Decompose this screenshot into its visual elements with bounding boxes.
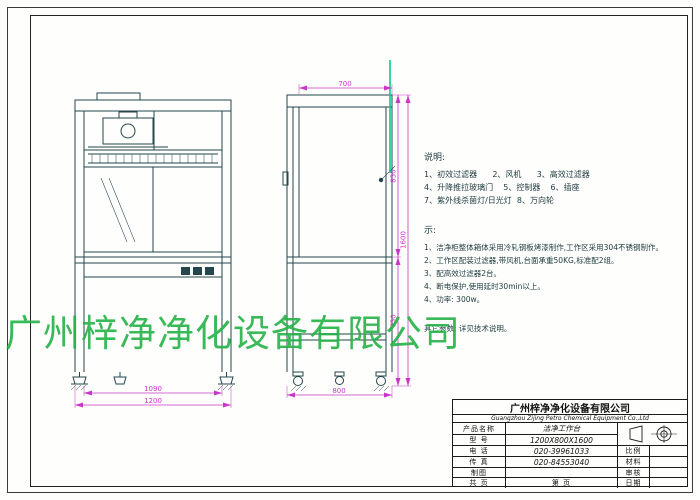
remark-title: 示: (424, 226, 437, 236)
dim-side-depth: 800 (332, 387, 345, 395)
material-value (649, 457, 687, 467)
fax-label: 传 真 (469, 458, 489, 466)
front-view (70, 92, 235, 391)
notes-block: 说明: 1、初效过滤器 2、风机 3、高效过滤器 4、升降推拉玻璃门 5、控制器… (424, 150, 686, 335)
model-value: 1200X800X1600 (505, 435, 617, 445)
legend-line-3: 7、紫外线杀菌灯/日光灯 8、万向轮 (424, 196, 554, 205)
remark-line-5: 4、功率: 300w。 (424, 295, 485, 304)
dim-front-outer: 1200 (144, 397, 162, 405)
scale-label: 比例 (617, 446, 649, 456)
sheet-inner-border (30, 15, 688, 487)
remark-line-1: 1、洁净柜整体箱体采用冷轧钢板烤漆制作,工作区采用304不锈钢制作。 (424, 243, 663, 252)
dim-side-top-depth: 700 (338, 80, 351, 88)
company-name-cn: 广州梓净净化设备有限公司 (510, 404, 630, 415)
projection-symbol (617, 423, 687, 445)
legend-title: 说明: (424, 153, 446, 163)
side-view (282, 94, 396, 392)
pages-total: 共 页 (469, 479, 489, 487)
page-number: 第 页 (505, 478, 617, 488)
material-label: 材料 (617, 457, 649, 467)
date-label: 日期 (617, 478, 649, 488)
extension-lines (74, 84, 411, 408)
legend-line-2: 4、升降推拉玻璃门 5、控制器 6、插座 (424, 183, 580, 192)
sheet-outer-border (7, 7, 693, 493)
draw-label: 制图 (471, 468, 487, 477)
dim-side-total-height: 1600 (400, 231, 408, 249)
product-name-value: 洁净工作台 (505, 423, 617, 434)
company-name-en: Guangzhou Zijing Petro Chemical Equipmen… (453, 414, 687, 422)
phone-label: 电 话 (469, 447, 489, 455)
draw-value (505, 468, 617, 477)
other-params: 其它参数: 详见技术说明。 (424, 324, 512, 333)
dim-side-upper-height: 850 (390, 169, 398, 182)
dim-side-lower-height: 750 (390, 314, 398, 327)
check-label: 审核 (617, 468, 649, 477)
remark-line-3: 3、配高效过滤器2台。 (424, 269, 502, 278)
company-watermark: 广州梓净净化设备有限公司 (5, 312, 461, 355)
dimension-lines (75, 85, 411, 408)
fax-value: 020-84553040 (505, 457, 617, 467)
dimensions: 1090 1200 800 700 850 750 1600 (74, 80, 411, 408)
model-label: 型 号 (469, 436, 489, 444)
phone-value: 020-39961033 (505, 446, 617, 456)
remark-line-4: 4、断电保护,使用延时30min以上。 (424, 282, 545, 291)
product-name-label: 产品名称 (463, 424, 495, 433)
check-value (649, 468, 687, 477)
date-value (649, 478, 687, 488)
title-block: 广州梓净净化设备有限公司 Guangzhou Zijing Petro Chem… (452, 399, 688, 488)
legend-line-1: 1、初效过滤器 2、风机 3、高效过滤器 (424, 170, 590, 179)
remark-line-2: 2、工作区配装过滤器,带风机,台面承重50KG,标准配2组。 (424, 256, 619, 265)
scale-value (649, 446, 687, 456)
dim-front-inner: 1090 (144, 385, 162, 393)
